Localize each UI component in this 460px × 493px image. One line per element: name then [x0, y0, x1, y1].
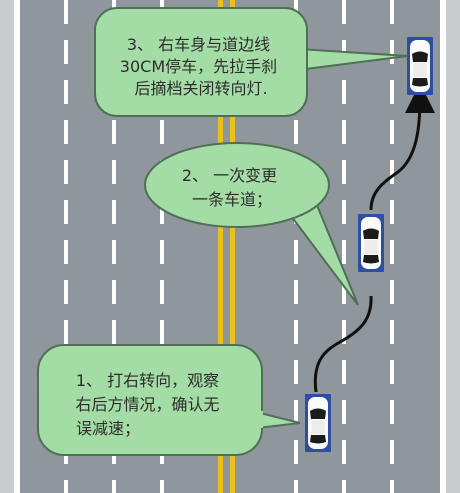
driving-path	[313, 98, 420, 393]
step-1-line-3: 误减速；	[76, 419, 140, 438]
step-1-line-1: 1、 打右转向，观察	[76, 371, 219, 390]
step-2-callout	[144, 142, 359, 306]
center-line	[218, 0, 235, 493]
step-2-line-1: 2、 一次变更	[182, 166, 277, 185]
right-edge-line	[440, 0, 446, 493]
right-curb	[446, 0, 460, 493]
step-2-line-2: 一条车道；	[192, 190, 272, 209]
step-1-text: 1、 打右转向，观察 右后方情况，确认无 误减速；	[75, 371, 224, 438]
left-edge-line	[14, 0, 20, 493]
step-1-line-2: 右后方情况，确认无	[75, 395, 219, 414]
step-2-text: 2、 一次变更 一条车道；	[182, 166, 282, 209]
step-3-line-1: 3、 右车身与道边线	[127, 35, 270, 54]
left-curb	[0, 0, 14, 493]
step-3-callout	[94, 7, 408, 117]
car-middle-icon	[358, 214, 384, 272]
car-start-icon	[305, 394, 331, 452]
car-parked-icon	[407, 37, 433, 95]
step-1-callout	[37, 344, 301, 456]
step-3-line-3: 后摘档关闭转向灯.	[134, 79, 267, 98]
step-3-line-2: 30CM停车，先拉手刹	[120, 57, 277, 76]
step-3-text: 3、 右车身与道边线 30CM停车，先拉手刹 后摘档关闭转向灯.	[120, 35, 282, 98]
